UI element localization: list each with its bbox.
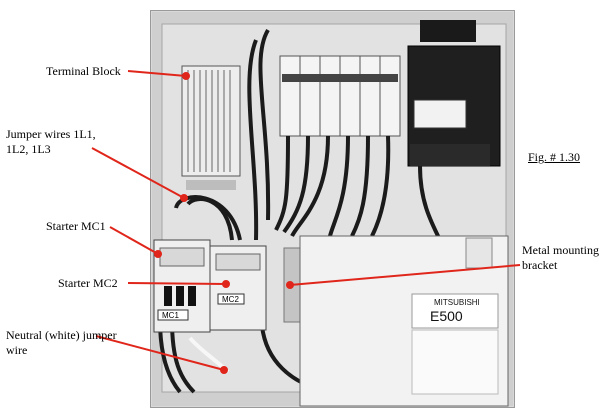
- pointer-starter-mc2: [127, 282, 227, 285]
- label-jumper-wires-line1: Jumper wires 1L1,: [6, 127, 96, 141]
- wiring: [158, 28, 442, 394]
- dot-jumper-wires: [180, 194, 188, 202]
- label-starter-mc1: Starter MC1: [46, 219, 106, 233]
- dot-neutral-wire: [220, 366, 228, 374]
- fuse-holders: [279, 55, 401, 137]
- label-jumper-wires-line2: 1L2, 1L3: [6, 142, 51, 156]
- pointer-terminal-block: [127, 70, 187, 77]
- dot-metal-bracket: [286, 281, 294, 289]
- vfd-device: MITSUBISHI E500: [299, 235, 509, 407]
- vfd-model: E500: [430, 308, 463, 324]
- transformer: [407, 20, 501, 167]
- mc2-badge: MC2: [222, 295, 239, 304]
- label-metal-mounting-line2: bracket: [522, 258, 558, 272]
- terminal-block-device: [181, 65, 241, 190]
- starter-mc1-device: MC1: [153, 239, 211, 333]
- dot-starter-mc1: [154, 250, 162, 258]
- label-neutral-jumper-line2: wire: [6, 343, 28, 357]
- label-starter-mc2: Starter MC2: [58, 276, 118, 290]
- label-neutral-jumper-line1: Neutral (white) jumper: [6, 328, 117, 342]
- pointer-neutral-wire: [95, 335, 225, 371]
- pointer-jumper-wires: [91, 147, 185, 199]
- figure-number: Fig. # 1.30: [528, 150, 581, 164]
- dot-terminal-block: [182, 72, 190, 80]
- pointer-starter-mc1: [109, 226, 159, 255]
- pointer-lines: [91, 70, 521, 374]
- vfd-brand: MITSUBISHI: [434, 298, 480, 307]
- pointer-metal-bracket: [289, 264, 521, 286]
- label-terminal-block: Terminal Block: [46, 64, 121, 78]
- starter-mc2-device: MC2: [209, 245, 267, 331]
- label-metal-mounting-line1: Metal mounting: [522, 243, 599, 257]
- mc1-badge: MC1: [162, 311, 179, 320]
- dot-starter-mc2: [222, 280, 230, 288]
